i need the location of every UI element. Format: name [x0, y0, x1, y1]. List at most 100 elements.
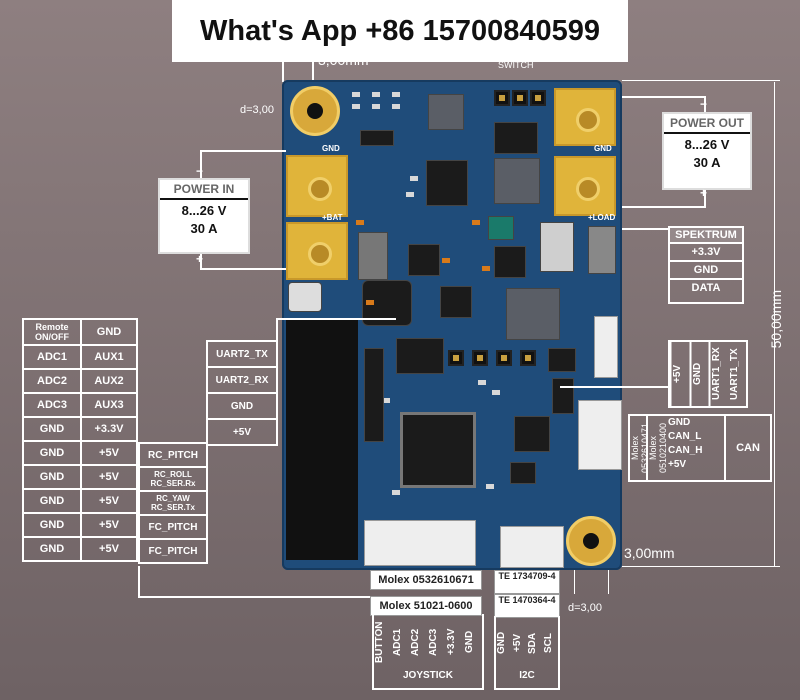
can-molex-2: Molex 0510210400 — [646, 416, 668, 480]
silk-gnd-in: GND — [322, 144, 340, 153]
pin-cell: GND — [22, 416, 82, 442]
dim-line-bottom-left — [574, 560, 575, 594]
can-pin: CAN_L — [668, 431, 702, 442]
dim-line-right-top — [622, 80, 780, 81]
pin-cell: +5V — [80, 512, 138, 538]
ic-crystal — [540, 222, 574, 272]
rc-table-lead — [138, 566, 140, 596]
i2c-te-bottom: TE 1470364-4 — [494, 594, 560, 618]
smd-part — [392, 490, 400, 495]
rc-label: FC_PITCH — [138, 514, 208, 540]
silk-gnd-out: GND — [594, 144, 612, 153]
dim-line-bottom-right — [608, 560, 609, 594]
smd-part — [410, 176, 418, 181]
joystick-pin: BUTTON — [374, 621, 385, 663]
power-in-plus: + — [196, 252, 204, 266]
smd-part — [472, 220, 480, 225]
joystick-label: JOYSTICK — [402, 670, 453, 681]
uart1-label: +5V — [670, 342, 690, 406]
uart1-label: GND — [689, 342, 709, 406]
uart2-label: UART2_RX — [206, 366, 278, 394]
antenna-connector — [288, 282, 322, 312]
power-in-minus: − — [196, 164, 204, 178]
dim-bottom-right: 3,00mm — [624, 545, 675, 561]
ic-small-2 — [408, 244, 440, 276]
pin-cell: GND — [22, 488, 82, 514]
uart1-lead — [560, 386, 670, 388]
ic-imu — [506, 288, 560, 340]
can-box: Molex 0532610471 Molex 0510210400 GND CA… — [628, 414, 772, 482]
ic-small-4 — [510, 462, 536, 484]
mount-hole-top-left — [290, 86, 340, 136]
uart1-label: UART1_TX — [728, 348, 740, 400]
ic-shunt — [494, 158, 540, 204]
silk-load: +LOAD — [588, 213, 616, 222]
dim-line-top-right — [312, 60, 314, 82]
switch-pin — [530, 90, 546, 106]
uart2-lead — [276, 318, 396, 320]
ic-mosfet — [426, 160, 468, 206]
pin-cell: GND — [80, 318, 138, 346]
dim-left-d: d=3,00 — [240, 104, 274, 116]
joystick-pin: ADC2 — [410, 628, 421, 656]
joystick-molex-top: Molex 0532610671 — [370, 570, 482, 590]
can-connector — [578, 400, 622, 470]
smd-part — [492, 390, 500, 395]
power-in-lead — [200, 250, 202, 270]
spektrum-box: SPEKTRUM +3.3V GND DATA — [668, 226, 744, 304]
silk-bat: +BAT — [322, 213, 343, 222]
ic-can-transceiver — [514, 416, 550, 452]
pin-cell: Remote ON/OFF — [22, 318, 82, 346]
smd-part — [486, 484, 494, 489]
pin-cell: +5V — [80, 536, 138, 562]
power-in-box: POWER IN 8...26 V 30 A — [158, 178, 250, 254]
i2c-pin: SDA — [527, 632, 538, 654]
power-out-box: POWER OUT 8...26 V 30 A — [662, 112, 752, 190]
pin-cell: +3.3V — [80, 416, 138, 442]
i2c-pin: SCL — [542, 633, 554, 653]
dim-line-top-left — [282, 60, 284, 82]
power-out-lead — [622, 96, 706, 98]
smd-part — [352, 92, 360, 97]
smd-part — [366, 300, 374, 305]
ic-diode — [494, 122, 538, 154]
uart1-pin — [520, 350, 536, 366]
power-out-lead — [704, 186, 706, 208]
pin-cell: GND — [22, 440, 82, 466]
smd-part — [352, 104, 360, 109]
spektrum-row: GND — [670, 262, 742, 280]
contact-banner: What's App +86 15700840599 — [172, 0, 628, 62]
pad-load — [554, 156, 616, 216]
ic-small-6 — [552, 378, 574, 414]
pin-cell: ADC2 — [22, 368, 82, 394]
i2c-pin: +5V — [511, 633, 523, 653]
spektrum-row: DATA — [691, 282, 721, 294]
can-label: CAN — [736, 442, 760, 454]
spektrum-header: SPEKTRUM — [670, 228, 742, 244]
ic-small-1 — [360, 130, 394, 146]
uart2-label: +5V — [206, 418, 278, 446]
can-pin: +5V — [668, 459, 687, 470]
ic-baro — [440, 286, 472, 318]
smd-part — [482, 266, 490, 271]
uart1-pin — [496, 350, 512, 366]
pin-cell: GND — [22, 512, 82, 538]
power-in-lead — [200, 150, 286, 152]
power-in-current: 30 A — [190, 221, 218, 236]
rc-signal-table: RC_PITCH RC_ROLL RC_SER.Rx RC_YAW RC_SER… — [138, 442, 208, 564]
power-out-voltage: 8...26 V — [684, 137, 730, 152]
uart2-lead — [276, 318, 278, 340]
ic-mosfet-2 — [396, 338, 444, 374]
smd-part — [406, 192, 414, 197]
usb-connector — [588, 226, 616, 274]
joystick-connector — [364, 520, 476, 566]
ic-sensor-green — [488, 216, 514, 240]
power-out-lead — [704, 96, 706, 112]
i2c-pin: GND — [496, 631, 507, 655]
pin-cell: +5V — [80, 464, 138, 490]
smd-part — [392, 104, 400, 109]
power-out-lead — [622, 206, 706, 208]
rc-label: RC_YAW RC_SER.Tx — [138, 490, 208, 516]
power-out-plus: + — [700, 186, 708, 200]
uart2-label: UART2_TX — [206, 340, 278, 368]
